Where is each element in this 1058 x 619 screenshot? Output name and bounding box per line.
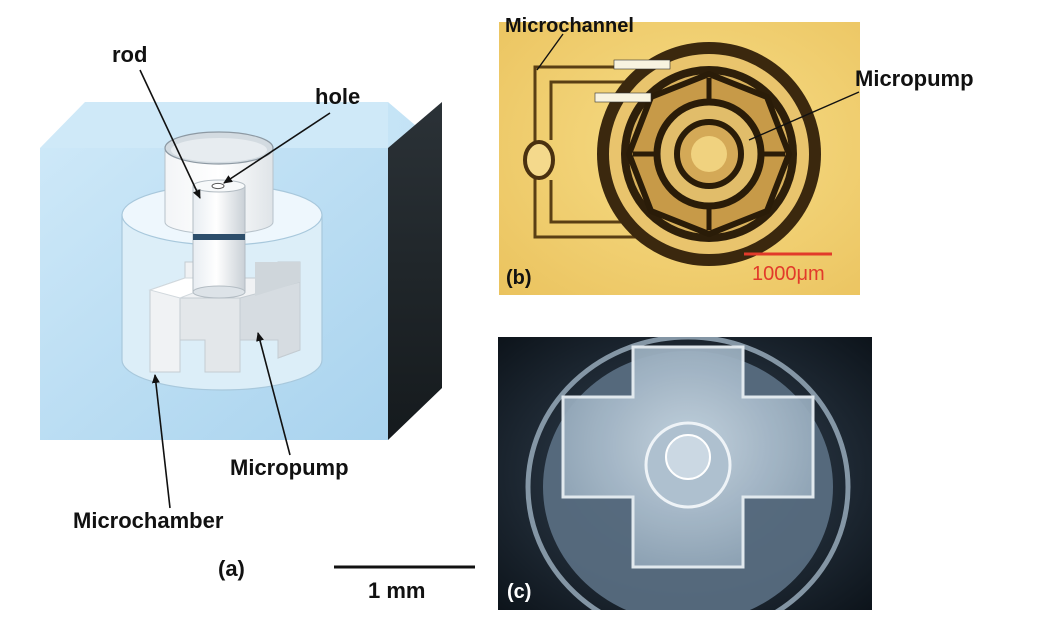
micropump-label-b: Micropump: [855, 66, 974, 91]
block-side-face: [388, 102, 442, 440]
microchannel-leader: [536, 33, 564, 71]
panel-b-tag: (b): [506, 267, 532, 289]
rod-label: rod: [112, 42, 148, 67]
hole-leader: [223, 112, 331, 184]
microchamber-label: Microchamber: [73, 508, 224, 533]
scale-bar-label: 1 mm: [368, 578, 426, 603]
micropump-photo-shape: [597, 42, 821, 266]
microchannel-shape: [523, 65, 649, 239]
scale-label-b: 1000μm: [752, 263, 825, 285]
panel-b-photo: [499, 22, 860, 295]
panel-a-tag: (a): [218, 556, 245, 581]
rod-hole: [211, 182, 225, 190]
micropump-b-leader: [748, 91, 860, 141]
panel-c-photo: [498, 337, 872, 610]
panel-a-leaders: [139, 69, 331, 509]
microchamber-leader: [151, 374, 171, 509]
micropump-rotor: [148, 261, 301, 373]
microchannel-label: Microchannel: [505, 15, 634, 37]
rod-shape: [192, 179, 246, 299]
hole-label: hole: [315, 84, 361, 109]
micropump-leader: [256, 332, 291, 456]
rod-leader: [139, 69, 201, 199]
rod-seal-band: [193, 234, 245, 240]
panel-c-tag: (c): [507, 581, 532, 603]
micropump-label-a: Micropump: [230, 455, 349, 480]
